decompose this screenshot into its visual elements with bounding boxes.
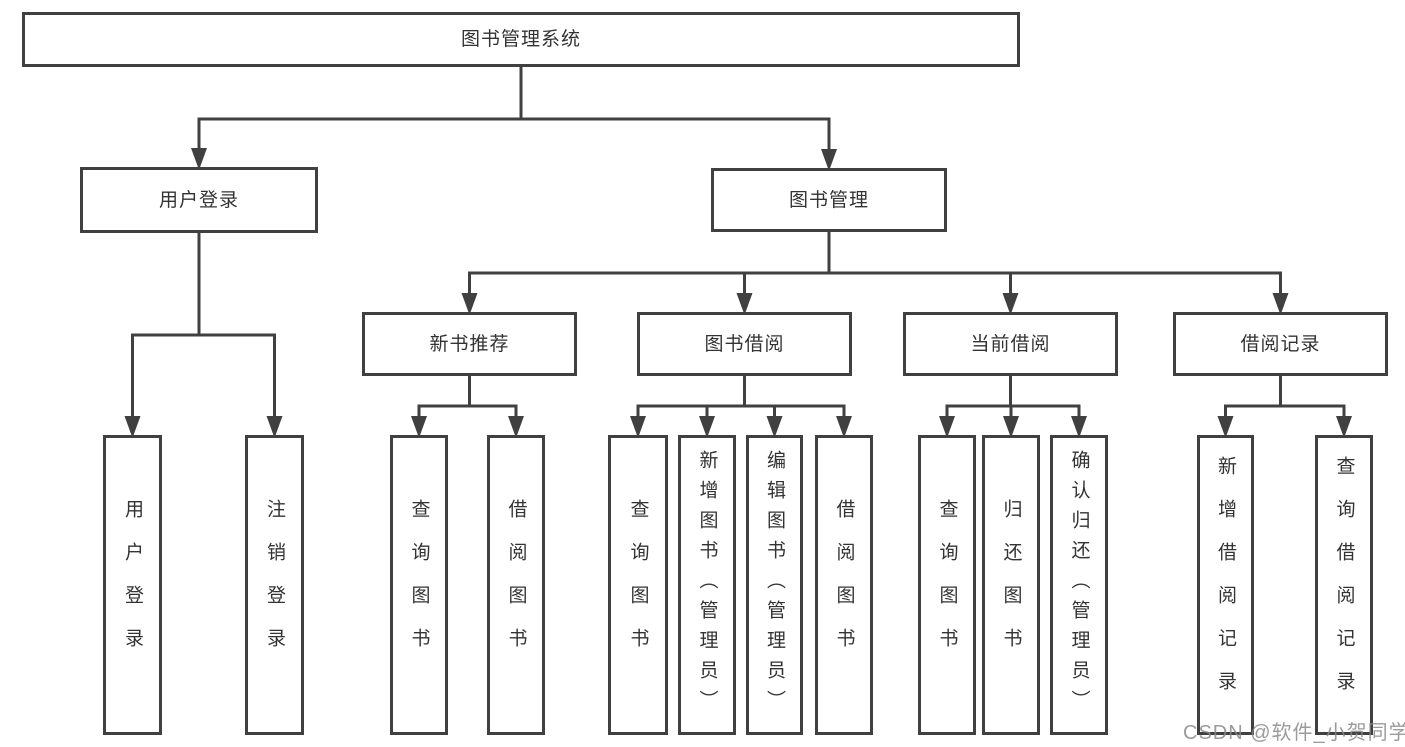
node-borrowing-records-label: 借阅记录 <box>1240 333 1321 355</box>
watermark: CSDN @软件_小贺同学 <box>1183 722 1405 744</box>
leaf-user-login: 用户登录 <box>103 435 162 735</box>
leaf-borrow-books-2-label: 借阅图书 <box>833 499 855 671</box>
node-user-login-branch: 用户登录 <box>80 167 318 233</box>
leaf-return-books: 归还图书 <box>982 435 1040 735</box>
leaf-query-books-3-label: 查询图书 <box>936 499 958 671</box>
node-book-borrowing: 图书借阅 <box>637 312 852 376</box>
leaf-query-books: 查询图书 <box>390 435 448 735</box>
node-book-management: 图书管理 <box>711 168 947 232</box>
node-new-book-recommendation: 新书推荐 <box>362 312 577 376</box>
node-book-management-label: 图书管理 <box>788 189 869 211</box>
leaf-borrow-books-label: 借阅图书 <box>505 499 527 671</box>
node-borrowing-records: 借阅记录 <box>1173 312 1388 376</box>
leaf-query-borrow-record: 查询借阅记录 <box>1315 435 1373 735</box>
node-new-book-recommendation-label: 新书推荐 <box>429 333 510 355</box>
leaf-user-login-label: 用户登录 <box>122 499 143 671</box>
leaf-borrow-books: 借阅图书 <box>487 435 545 735</box>
leaf-query-books-label: 查询图书 <box>408 499 430 671</box>
leaf-query-books-2-label: 查询图书 <box>627 499 649 671</box>
leaf-add-book-admin-label: 新增图书（管理员） <box>696 450 718 720</box>
leaf-query-books-2: 查询图书 <box>608 435 668 735</box>
leaf-query-books-3: 查询图书 <box>918 435 976 735</box>
node-library-management-system-label: 图书管理系统 <box>460 29 581 50</box>
leaf-return-books-label: 归还图书 <box>1000 499 1022 671</box>
node-current-borrowing-label: 当前借阅 <box>970 333 1051 355</box>
leaf-add-borrow-record-label: 新增借阅记录 <box>1215 456 1236 714</box>
leaf-confirm-return-admin: 确认归还（管理员） <box>1050 435 1108 735</box>
leaf-query-borrow-record-label: 查询借阅记录 <box>1333 456 1355 714</box>
node-book-borrowing-label: 图书借阅 <box>704 333 785 355</box>
leaf-edit-book-admin: 编辑图书（管理员） <box>746 435 803 735</box>
leaf-add-borrow-record: 新增借阅记录 <box>1197 435 1254 735</box>
leaf-logout-label: 注销登录 <box>264 499 285 671</box>
leaf-borrow-books-2: 借阅图书 <box>815 435 873 735</box>
leaf-edit-book-admin-label: 编辑图书（管理员） <box>764 450 785 720</box>
node-library-management-system: 图书管理系统 <box>22 12 1020 67</box>
node-current-borrowing: 当前借阅 <box>903 312 1118 376</box>
leaf-confirm-return-admin-label: 确认归还（管理员） <box>1068 450 1090 720</box>
leaf-add-book-admin: 新增图书（管理员） <box>678 435 736 735</box>
node-user-login-branch-label: 用户登录 <box>158 189 239 211</box>
leaf-logout: 注销登录 <box>245 435 304 735</box>
